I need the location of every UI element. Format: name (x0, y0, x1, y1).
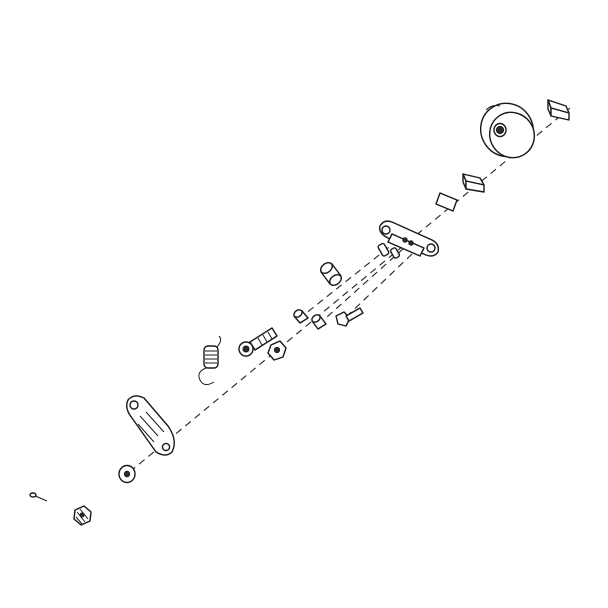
cotter-pin-icon (29, 492, 48, 502)
key-middle-icon (462, 173, 485, 193)
plate-spacer-icon (435, 192, 458, 212)
torsion-spring-icon (198, 335, 222, 386)
bracket-axis-upper (299, 239, 399, 319)
bracket-axis-lower (342, 253, 413, 321)
key-top-icon (547, 99, 570, 121)
pulley-hub-icon (479, 102, 536, 159)
assembly-centerlines (131, 107, 571, 471)
mounting-bracket-icon (377, 220, 440, 259)
cam-plate-icon (125, 395, 175, 456)
sleeve-bushing-icon (319, 261, 343, 287)
small-spacer-1-icon (293, 309, 309, 324)
flat-washer-icon (118, 464, 136, 484)
shoulder-bolt-long-icon (238, 327, 278, 357)
bracket-axis-middle (317, 247, 405, 326)
hex-bolt-short-icon (335, 307, 364, 327)
main-axis (131, 107, 571, 471)
castle-nut-icon (73, 505, 92, 526)
lock-nut-icon (267, 340, 287, 361)
small-spacer-2-icon (311, 314, 327, 330)
